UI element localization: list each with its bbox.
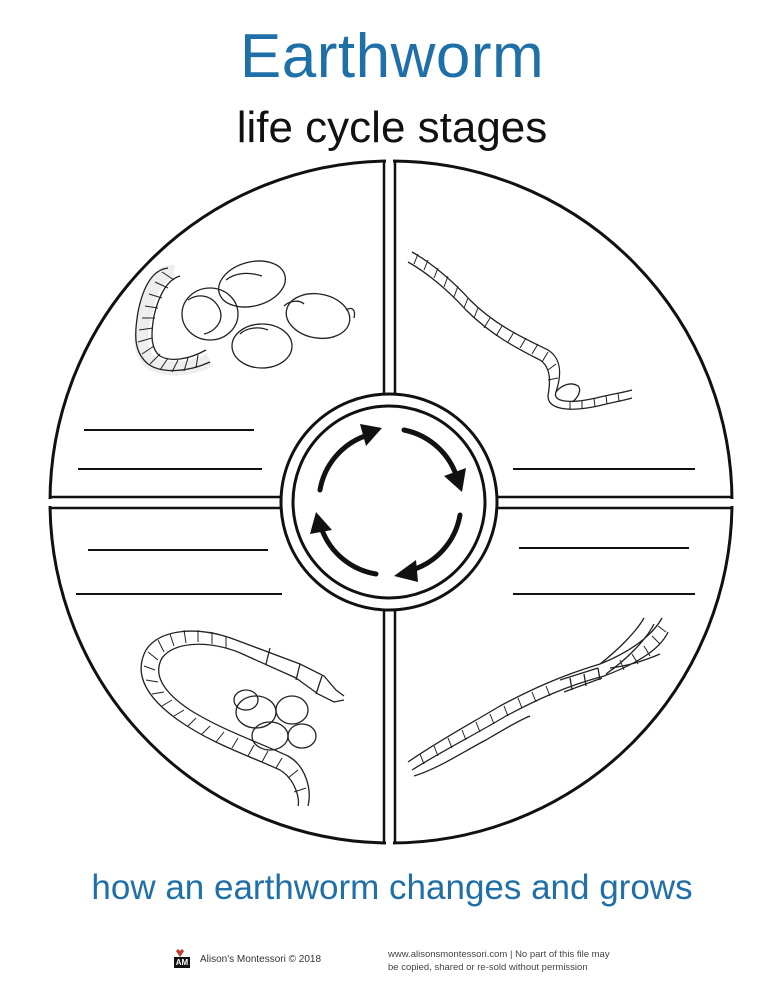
- page-title: Earthworm: [239, 22, 545, 91]
- montessori-logo: AM: [172, 949, 190, 969]
- footer-copyright: AM Alison's Montessori © 2018: [172, 948, 321, 970]
- quadrant-dividers: [51, 161, 731, 843]
- notice-line-1: www.alisonsmontessori.com | No part of t…: [388, 949, 610, 960]
- center-inner-ring: [291, 404, 487, 600]
- adult-worm-icon: [407, 251, 633, 410]
- juvenile-worms-icon: [407, 617, 669, 777]
- page-subtitle: life cycle stages: [236, 103, 548, 152]
- worm-laying-cocoons-icon: [140, 629, 345, 807]
- notice-line-2: be copied, shared or re-sold without per…: [388, 962, 588, 973]
- cycle-arrows-icon: [310, 424, 466, 582]
- copyright-text: Alison's Montessori © 2018: [200, 953, 322, 965]
- heart-logo-icon: [176, 949, 184, 957]
- worm-with-cocoons-icon: [134, 260, 356, 376]
- page-caption: how an earthworm changes and grows: [91, 868, 693, 907]
- logo-text: AM: [174, 957, 190, 968]
- writing-lines: [76, 429, 695, 595]
- footer-notice: www.alisonsmontessori.com | No part of t…: [388, 948, 648, 974]
